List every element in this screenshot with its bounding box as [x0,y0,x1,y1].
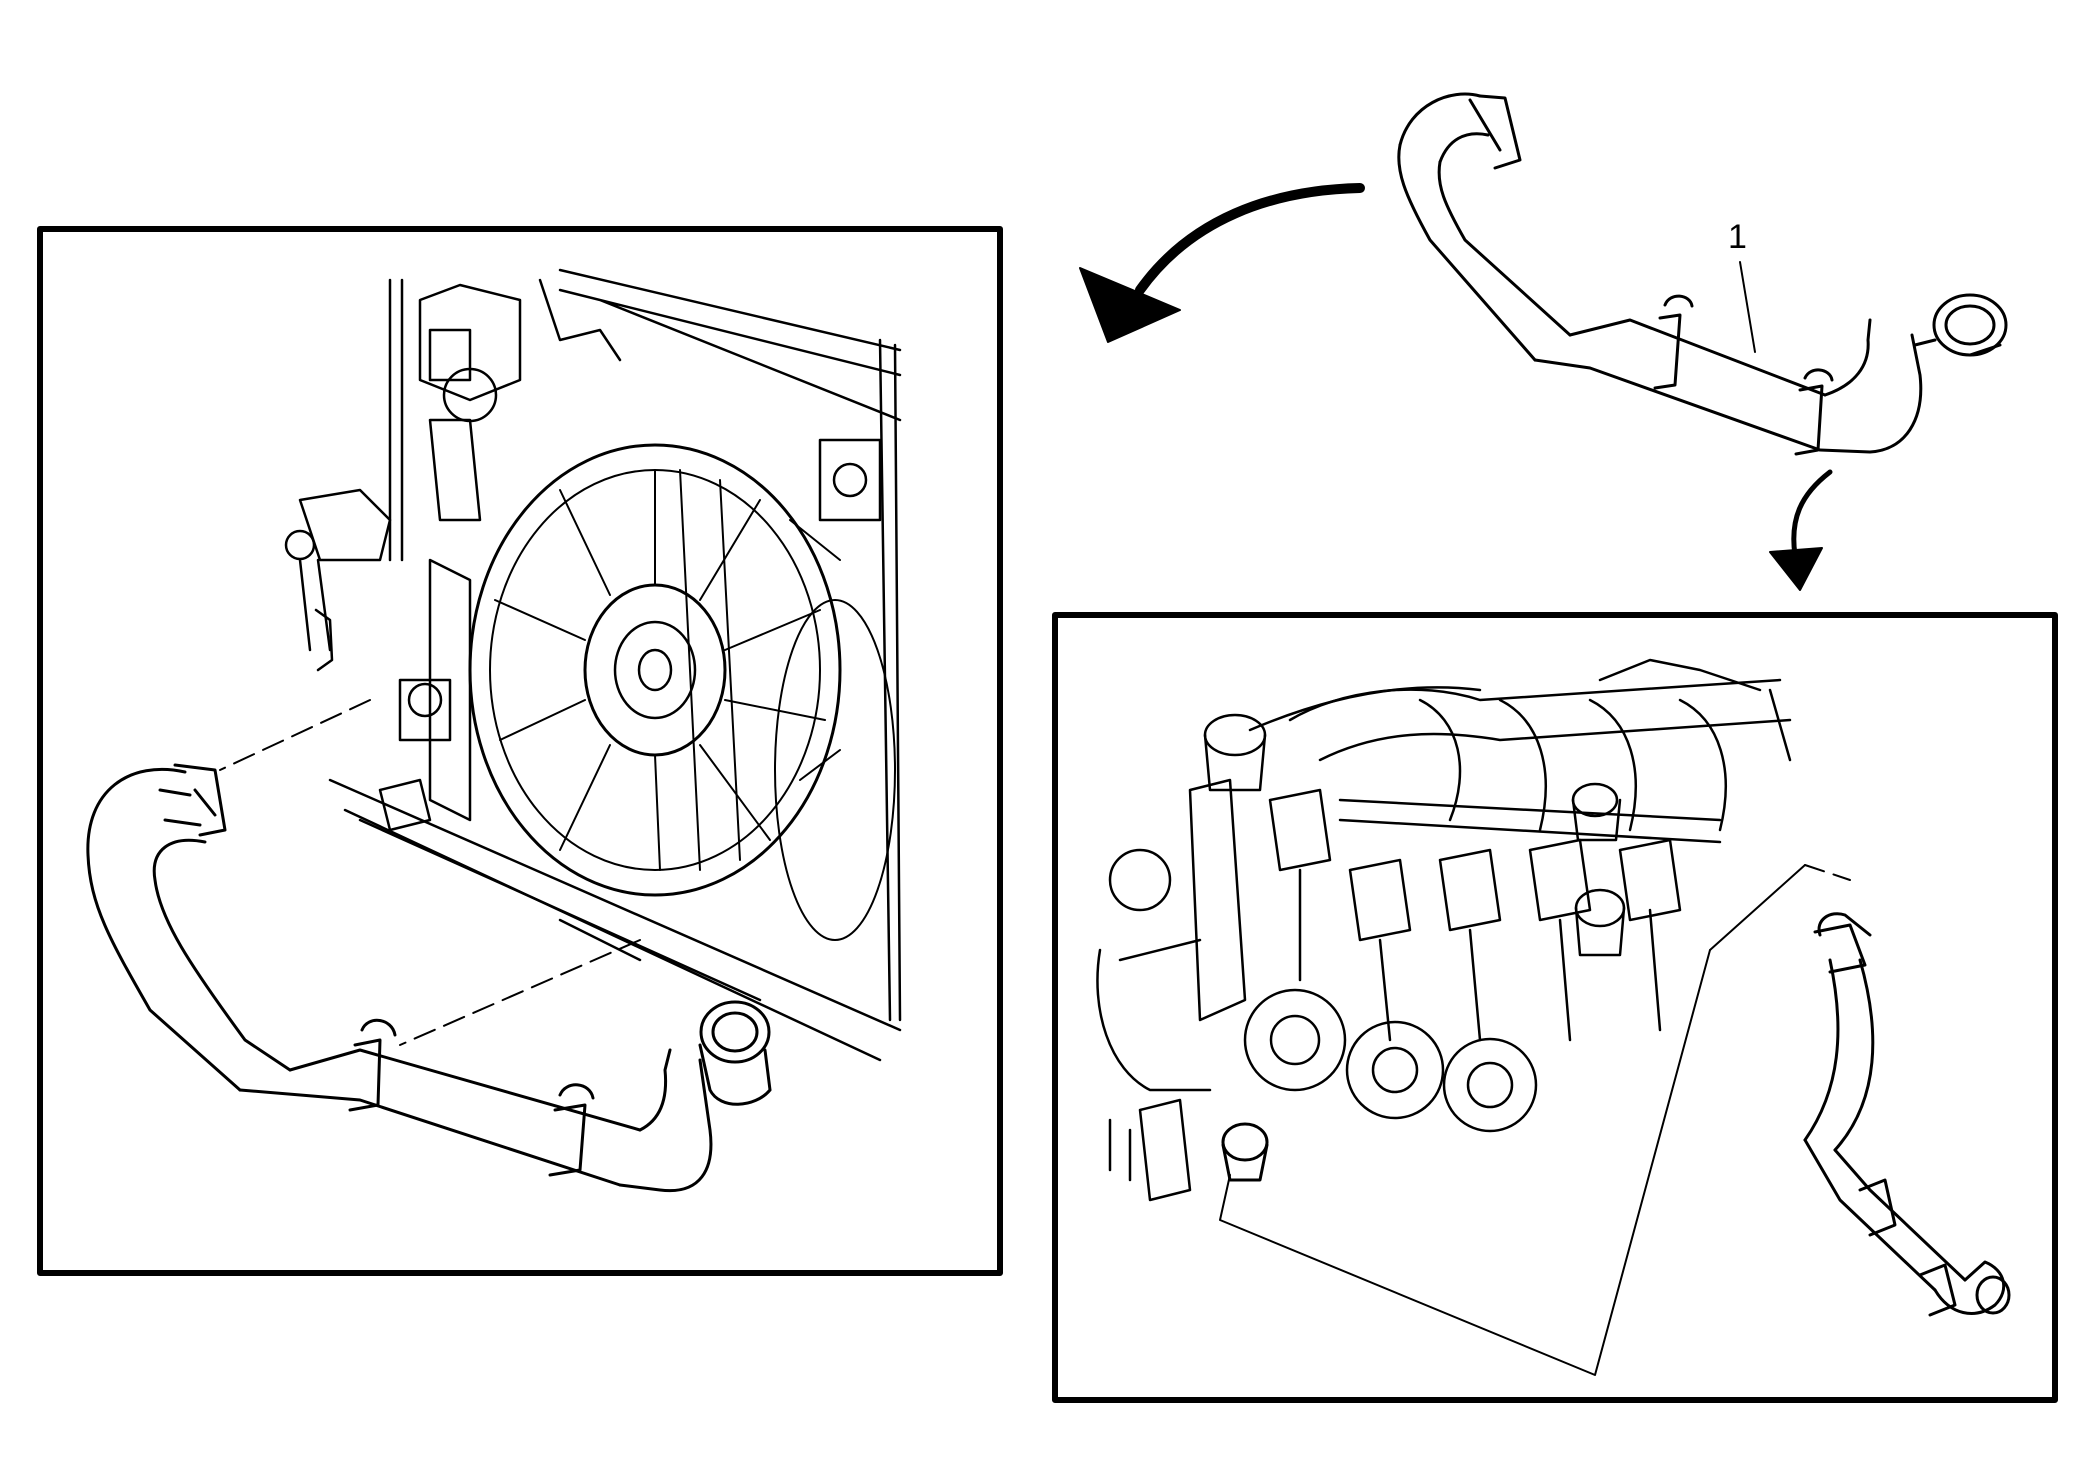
arrow-to-engine [1769,469,1833,591]
removed-hose-overview: 1 [1079,92,2008,591]
radiator-inlet-hose-right [1803,912,2011,1317]
callout-label-1: 1 [1728,218,1747,256]
arrow-head-small [1769,547,1823,591]
radiator-inlet-hose-left [86,763,772,1193]
radiator-shroud [284,268,902,1062]
callout-1-leader [1739,261,1756,353]
cooling-fan [468,443,896,941]
callout-1: 1 [1728,218,1756,353]
radiator-inlet-hose-overview [1397,92,2008,456]
engine-inset-frame [1052,612,2058,1403]
engine-intake-manifold [1096,658,1792,1202]
radiator-fan-inset [37,226,1003,1276]
alignment-lines-right [1219,864,1851,1376]
arrow-to-radiator [1079,183,1365,343]
thermostat-inlet [1221,1122,1269,1182]
alignment-lines-left [219,699,641,1046]
arrow-head-large [1079,267,1181,343]
engine-inset [1052,612,2058,1403]
radiator-inset-frame [37,226,1003,1276]
